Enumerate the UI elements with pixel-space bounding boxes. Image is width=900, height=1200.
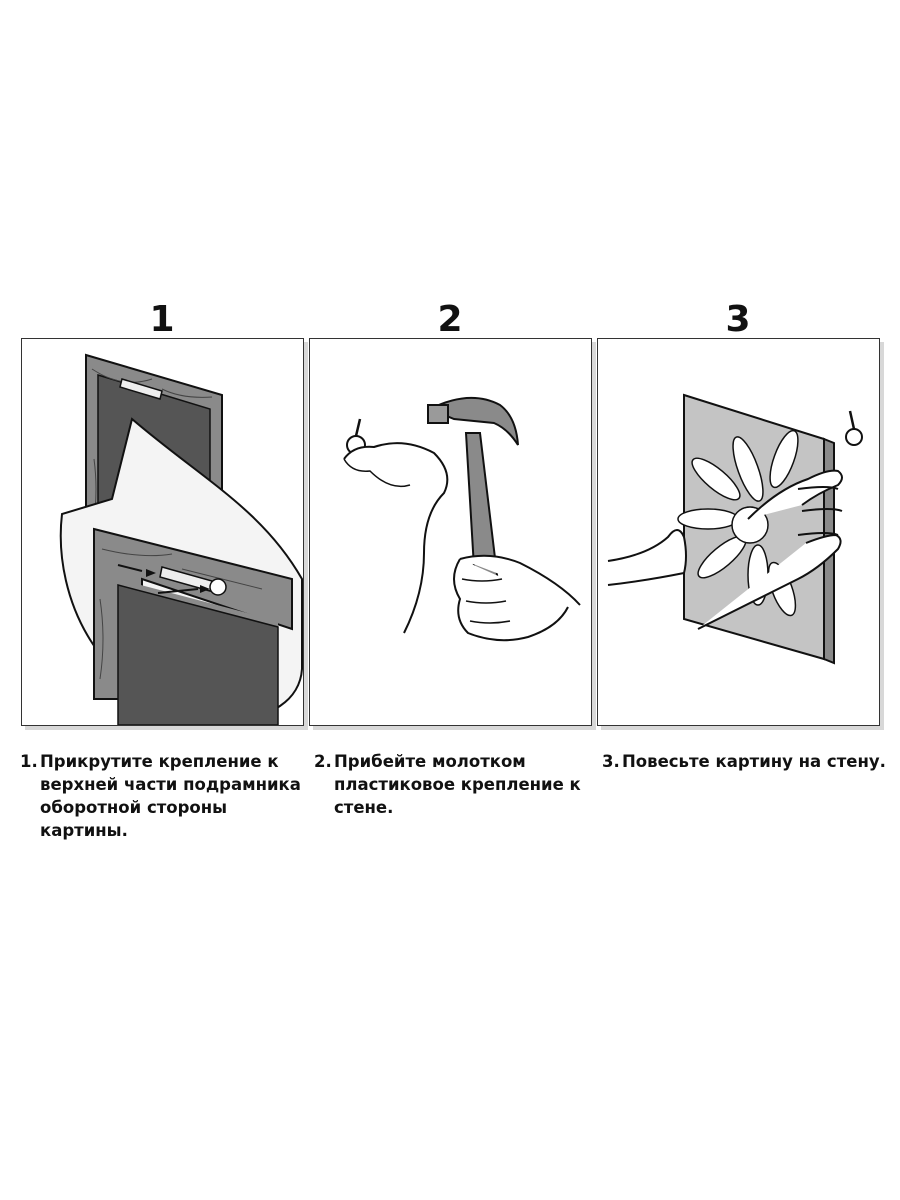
frame-back-icon bbox=[59, 353, 303, 725]
left-hand-icon bbox=[607, 529, 687, 586]
screw-icon bbox=[117, 564, 143, 572]
step-1-number: 1 bbox=[149, 299, 175, 340]
step-3-illustration bbox=[597, 338, 880, 726]
step-2-illustration bbox=[309, 338, 592, 726]
left-hand-icon bbox=[343, 442, 449, 634]
hammer-icon bbox=[343, 396, 581, 642]
sawtooth-hanger-zoom-icon bbox=[159, 566, 213, 592]
step-3-number: 3 bbox=[725, 299, 751, 340]
step-1-illustration bbox=[21, 338, 304, 726]
screw-hole-icon bbox=[209, 578, 227, 596]
right-hand-icon bbox=[453, 554, 581, 642]
sawtooth-hanger-icon bbox=[119, 378, 163, 400]
step-2-number: 2 bbox=[437, 299, 463, 340]
wall-hook-icon bbox=[845, 428, 863, 446]
daisy-canvas-icon bbox=[607, 393, 863, 665]
